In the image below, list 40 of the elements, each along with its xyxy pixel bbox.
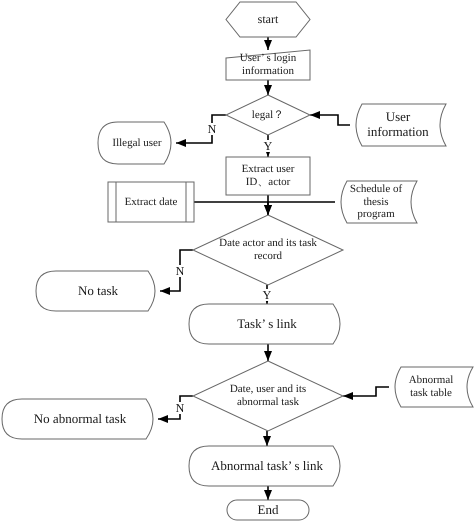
decision-diamond <box>193 215 343 285</box>
node-text: Illegal user <box>111 136 163 150</box>
node-text: Date actor and its task record <box>218 237 318 263</box>
node-text: Task’ s link <box>236 316 298 332</box>
edge-label: N <box>174 264 186 276</box>
node-text: No abnormal task <box>32 412 128 426</box>
edge-label: Y <box>262 288 272 300</box>
start-hexagon <box>226 2 310 37</box>
node-text: start <box>256 12 280 26</box>
node-text: User information <box>366 110 430 140</box>
arrow <box>310 111 350 126</box>
node-text: Abnormal task’ s link <box>210 458 324 474</box>
node-text: User’ s login information <box>238 52 298 78</box>
predefined-process-box <box>108 182 194 222</box>
arrow <box>263 431 271 446</box>
arrow <box>264 486 272 500</box>
arrow <box>343 386 389 400</box>
arrow <box>176 114 226 147</box>
node-text: legal？ <box>250 108 286 122</box>
process-box <box>226 157 310 195</box>
input-trapezoid <box>226 50 310 80</box>
decision-diamond <box>193 361 343 431</box>
arrow <box>264 80 272 95</box>
node-text: Abnormal task table <box>408 374 454 400</box>
arrow <box>264 201 335 215</box>
terminal-shape <box>227 500 309 520</box>
edge-label: Y <box>262 140 274 152</box>
node-text: Schedule of thesis program <box>348 183 404 221</box>
edge-label: N <box>206 123 218 135</box>
arrow <box>264 344 272 361</box>
arrow <box>160 249 193 295</box>
node-text: Date, user and its abnormal task <box>228 383 308 409</box>
decision-diamond <box>226 95 310 135</box>
node-text: End <box>256 502 280 518</box>
node-text: No task <box>76 284 120 298</box>
edge-label: N <box>174 402 186 414</box>
arrow <box>264 37 272 50</box>
node-text: Extract date <box>124 196 178 208</box>
node-text: Extract user ID、actor <box>240 163 296 189</box>
arrow <box>158 395 193 423</box>
